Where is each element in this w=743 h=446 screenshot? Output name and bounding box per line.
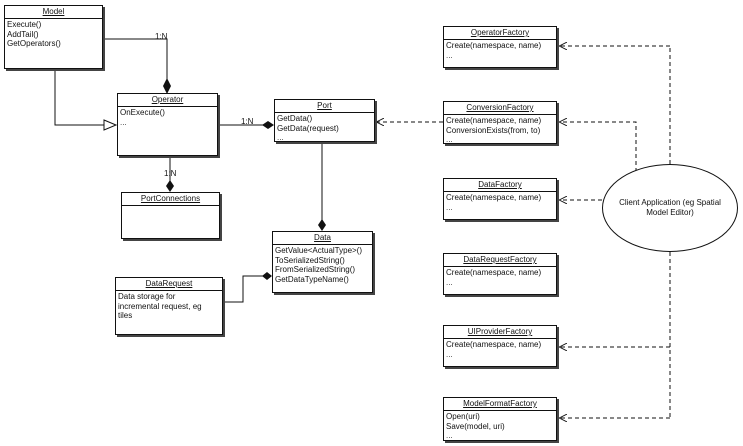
operator-port-diamond bbox=[262, 121, 274, 129]
port-class: Port GetData() GetData(request) ... bbox=[274, 99, 375, 142]
datarequest-data-association bbox=[222, 275, 264, 303]
port-class-methods: GetData() GetData(request) ... bbox=[275, 113, 374, 144]
port-class-title: Port bbox=[275, 100, 374, 113]
port-data-diamond bbox=[318, 219, 326, 231]
modelformatfactory-method: Open(uri) bbox=[446, 412, 480, 421]
model-operator-association bbox=[102, 38, 168, 84]
datarequest-class-description: Data storage for incremental request, eg… bbox=[116, 291, 222, 322]
datarequest-class-title: DataRequest bbox=[116, 278, 222, 291]
uiproviderfactory-method: Create(namespace, name) bbox=[446, 340, 542, 349]
model-class-title: Model bbox=[5, 6, 102, 19]
modelformatfactory-method-ellipsis: ... bbox=[446, 431, 453, 440]
data-method: GetValue<ActualType>() bbox=[275, 246, 363, 255]
datarequest-description-line: Data storage for bbox=[118, 292, 176, 301]
uiproviderfactory-method-ellipsis: ... bbox=[446, 349, 453, 359]
uiproviderfactory-class-methods: Create(namespace, name) ... bbox=[444, 339, 556, 360]
data-method: GetDataTypeName() bbox=[275, 274, 349, 284]
port-method: GetData() bbox=[277, 114, 313, 123]
modelformatfactory-class: ModelFormatFactory Open(uri) Save(model,… bbox=[443, 397, 557, 441]
datarequestfactory-method: Create(namespace, name) bbox=[446, 268, 542, 277]
operatorfactory-class: OperatorFactory Create(namespace, name) … bbox=[443, 26, 557, 68]
portconnections-class-title: PortConnections bbox=[122, 193, 219, 206]
datafactory-class-title: DataFactory bbox=[444, 179, 556, 192]
operator-method-ellipsis: ... bbox=[120, 117, 127, 127]
conversionfactory-class: ConversionFactory Create(namespace, name… bbox=[443, 101, 557, 144]
conversionfactory-method: ConversionExists(from, to) bbox=[446, 125, 541, 135]
operatorfactory-class-title: OperatorFactory bbox=[444, 27, 556, 40]
data-class-title: Data bbox=[273, 232, 372, 245]
conversionfactory-class-methods: Create(namespace, name) ConversionExists… bbox=[444, 115, 556, 146]
modelformatfactory-class-methods: Open(uri) Save(model, uri) ... bbox=[444, 411, 556, 442]
data-method: FromSerializedString() bbox=[275, 265, 356, 274]
model-class-methods: Execute() AddTail() GetOperators() bbox=[5, 19, 102, 50]
conversionfactory-method: Create(namespace, name) bbox=[446, 116, 542, 125]
model-method: Execute() bbox=[7, 20, 42, 29]
model-operator-generalization bbox=[54, 68, 104, 126]
model-method: GetOperators() bbox=[7, 39, 61, 48]
datarequest-class: DataRequest Data storage for incremental… bbox=[115, 277, 223, 335]
portconnections-class: PortConnections bbox=[121, 192, 220, 239]
multiplicity-operator-portconnections: 1:N bbox=[164, 169, 177, 178]
datarequestfactory-class-methods: Create(namespace, name) ... bbox=[444, 267, 556, 288]
conversionfactory-class-title: ConversionFactory bbox=[444, 102, 556, 115]
uiproviderfactory-class-title: UIProviderFactory bbox=[444, 326, 556, 339]
operator-method: OnExecute() bbox=[120, 108, 165, 117]
model-operator-diamond bbox=[163, 78, 171, 94]
client-conversionfactory-dependency bbox=[560, 122, 637, 172]
operatorfactory-class-methods: Create(namespace, name) ... bbox=[444, 40, 556, 61]
datarequestfactory-class-title: DataRequestFactory bbox=[444, 254, 556, 267]
port-method-ellipsis: ... bbox=[277, 133, 284, 142]
datafactory-method-ellipsis: ... bbox=[446, 202, 453, 212]
modelformatfactory-class-title: ModelFormatFactory bbox=[444, 398, 556, 411]
operator-class-methods: OnExecute() ... bbox=[118, 107, 217, 128]
datafactory-class: DataFactory Create(namespace, name) ... bbox=[443, 178, 557, 220]
modelformatfactory-method: Save(model, uri) bbox=[446, 421, 505, 431]
data-class: Data GetValue<ActualType>() ToSerialized… bbox=[272, 231, 373, 293]
datarequest-description-line: incremental request, eg bbox=[118, 301, 202, 311]
operator-class-title: Operator bbox=[118, 94, 217, 107]
uiproviderfactory-class: UIProviderFactory Create(namespace, name… bbox=[443, 325, 557, 367]
generalization-triangle bbox=[103, 119, 118, 131]
data-class-methods: GetValue<ActualType>() ToSerializedStrin… bbox=[273, 245, 372, 285]
model-method: AddTail() bbox=[7, 29, 39, 39]
datarequest-description-line: tiles bbox=[118, 311, 133, 320]
operator-class: Operator OnExecute() ... bbox=[117, 93, 218, 156]
operator-portconnections-diamond bbox=[166, 180, 174, 192]
datarequestfactory-method-ellipsis: ... bbox=[446, 277, 453, 287]
operatorfactory-method-ellipsis: ... bbox=[446, 50, 453, 60]
data-method: ToSerializedString() bbox=[275, 255, 345, 265]
datafactory-method: Create(namespace, name) bbox=[446, 193, 542, 202]
client-application-label: Client Application (eg Spatial Model Edi… bbox=[619, 198, 721, 217]
model-class: Model Execute() AddTail() GetOperators() bbox=[4, 5, 103, 69]
datafactory-class-methods: Create(namespace, name) ... bbox=[444, 192, 556, 213]
port-method: GetData(request) bbox=[277, 123, 339, 133]
multiplicity-model-operator: 1:N bbox=[155, 32, 168, 41]
datarequestfactory-class: DataRequestFactory Create(namespace, nam… bbox=[443, 253, 557, 295]
conversionfactory-method-ellipsis: ... bbox=[446, 135, 453, 144]
operatorfactory-method: Create(namespace, name) bbox=[446, 41, 542, 50]
datarequest-data-diamond bbox=[262, 272, 272, 280]
multiplicity-operator-port: 1:N bbox=[241, 117, 254, 126]
client-application-node: Client Application (eg Spatial Model Edi… bbox=[602, 164, 738, 252]
